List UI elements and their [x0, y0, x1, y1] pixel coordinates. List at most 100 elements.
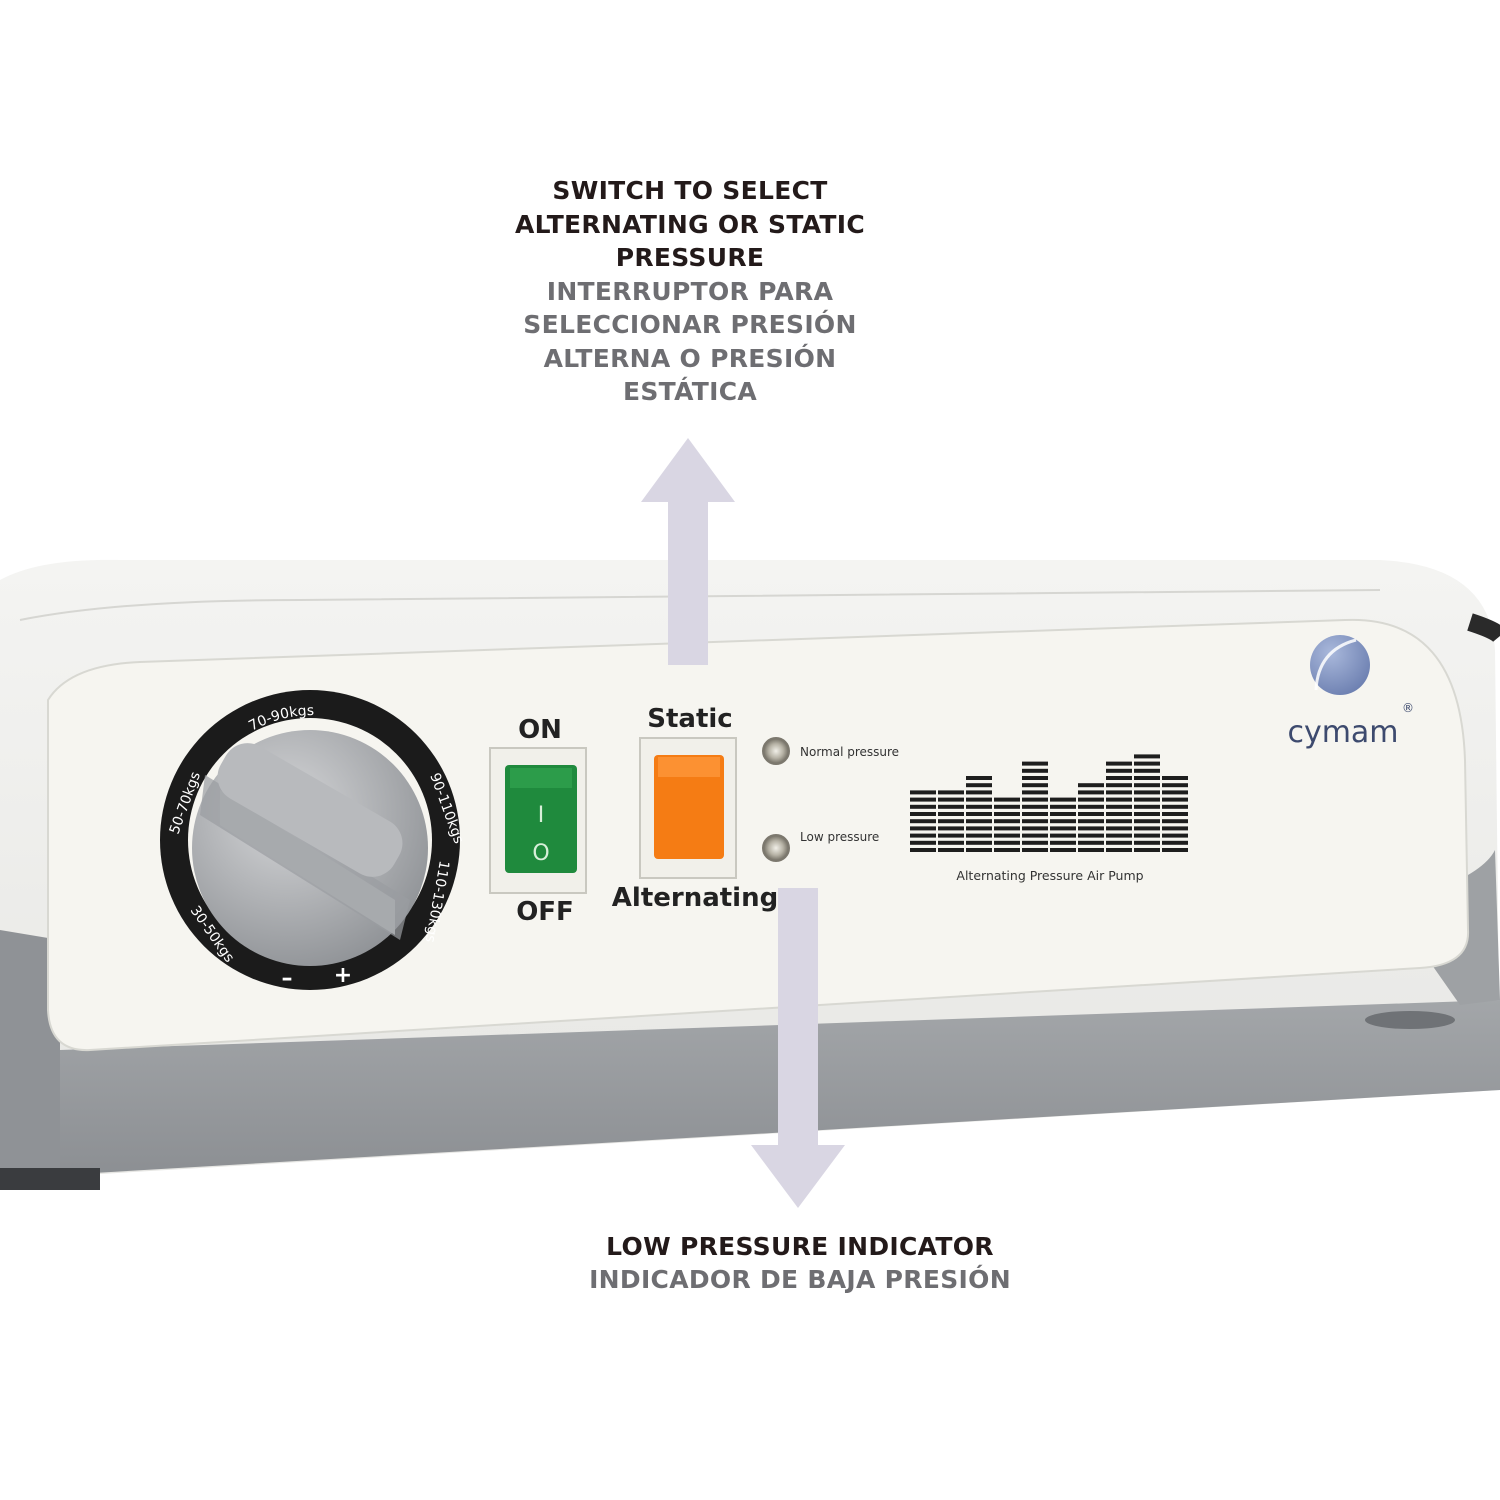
equalizer-bar [938, 804, 964, 809]
equalizer-bar [1022, 812, 1048, 816]
equalizer-bar [1078, 840, 1104, 845]
equalizer-bar [1022, 776, 1048, 780]
equalizer-bar [1134, 833, 1160, 838]
equalizer-bar [1134, 848, 1160, 852]
equalizer-bar [1022, 797, 1048, 802]
brand-name: cymam [1287, 715, 1398, 750]
equalizer-bar [1106, 783, 1132, 788]
equalizer-bar [1162, 804, 1188, 809]
equalizer-bar [1106, 761, 1132, 766]
equalizer-bar [1134, 754, 1160, 759]
equalizer-bar [1078, 812, 1104, 816]
normal-pressure-label: Normal pressure [800, 745, 899, 759]
equalizer-bar [938, 848, 964, 852]
callout-bottom-en: LOW PRESSURE INDICATOR [606, 1232, 994, 1261]
equalizer-bar [910, 819, 936, 824]
equalizer-bar [938, 833, 964, 838]
equalizer-bar [1106, 812, 1132, 816]
equalizer-bar [910, 790, 936, 795]
equalizer-bar [1106, 790, 1132, 795]
equalizer-bar [1162, 797, 1188, 802]
equalizer-bar [1022, 819, 1048, 824]
equalizer-bar [938, 826, 964, 831]
equalizer-bar [1078, 790, 1104, 795]
mode-static-label: Static [647, 704, 732, 734]
power-i-symbol: I [538, 803, 545, 828]
equalizer-bar [910, 848, 936, 852]
equalizer-bar [1134, 826, 1160, 831]
power-switch[interactable]: ON I O OFF [489, 715, 587, 927]
equalizer-bar [1134, 768, 1160, 773]
equalizer-bar [966, 797, 992, 802]
equalizer-bar [1022, 826, 1048, 831]
equalizer-bar [1050, 812, 1076, 816]
low-pressure-label: Low pressure [800, 830, 879, 844]
equalizer-bar [994, 840, 1020, 845]
equalizer-bar [910, 797, 936, 802]
equalizer-bar [1134, 776, 1160, 780]
weight-dial[interactable]: 70-90kgs 90-110kgs 110-130kgs 30-50kgs 5… [160, 690, 467, 991]
power-on-label: ON [518, 715, 562, 745]
equalizer-bar [910, 804, 936, 809]
equalizer-bar [910, 826, 936, 831]
equalizer-bar [910, 840, 936, 845]
equalizer-bar [1134, 840, 1160, 845]
equalizer-bar [1022, 833, 1048, 838]
power-off-label: OFF [516, 897, 574, 927]
product-name: Alternating Pressure Air Pump [956, 868, 1143, 883]
equalizer-bar [966, 790, 992, 795]
equalizer-bar [1050, 826, 1076, 831]
equalizer-bar [1106, 804, 1132, 809]
mode-alternating-label: Alternating [612, 883, 778, 913]
equalizer-bar [966, 783, 992, 788]
equalizer-bar [1022, 768, 1048, 773]
equalizer-bar [1106, 819, 1132, 824]
callout-top-es-line: ESTÁTICA [622, 377, 758, 406]
equalizer-bar [1050, 833, 1076, 838]
equalizer-bar [1162, 840, 1188, 845]
equalizer-bar [1106, 776, 1132, 780]
equalizer-bar [994, 826, 1020, 831]
equalizer-bar [1134, 804, 1160, 809]
low-pressure-indicator: Low pressure [762, 830, 879, 862]
equalizer-bar [966, 833, 992, 838]
equalizer-bar [966, 812, 992, 816]
equalizer-bar [994, 812, 1020, 816]
equalizer-bar [1106, 826, 1132, 831]
equalizer-bar [1134, 819, 1160, 824]
equalizer-bar [966, 776, 992, 780]
callout-top-es-line: ALTERNA O PRESIÓN [543, 343, 837, 373]
equalizer-bar [1106, 768, 1132, 773]
equalizer-bar [1162, 826, 1188, 831]
equalizer-bar [966, 819, 992, 824]
equalizer-bar [1106, 833, 1132, 838]
dial-plus: + [334, 963, 352, 988]
equalizer-bar [938, 790, 964, 795]
equalizer-bar [994, 819, 1020, 824]
equalizer-bar [938, 812, 964, 816]
equalizer-bar [938, 819, 964, 824]
equalizer-bar [1134, 783, 1160, 788]
equalizer-bar [1078, 783, 1104, 788]
equalizer-bar [1134, 812, 1160, 816]
mode-switch[interactable]: Static Alternating [612, 704, 778, 913]
equalizer-bar [994, 797, 1020, 802]
equalizer-bar [1050, 797, 1076, 802]
callout-bottom-es: INDICADOR DE BAJA PRESIÓN [589, 1265, 1011, 1294]
callout-top-es-line: INTERRUPTOR PARA [546, 276, 834, 306]
equalizer-bar [1050, 840, 1076, 845]
equalizer-bar [1106, 848, 1132, 852]
equalizer-bar [1022, 848, 1048, 852]
brand-registered: ® [1402, 701, 1414, 715]
equalizer-bar [938, 840, 964, 845]
equalizer-bar [1078, 848, 1104, 852]
callout-mode-switch: SWITCH TO SELECT ALTERNATING OR STATIC P… [440, 174, 940, 409]
equalizer-bar [910, 812, 936, 816]
equalizer-bar [1050, 848, 1076, 852]
brand-logo: cymam ® [1287, 635, 1414, 750]
power-o-symbol: O [532, 841, 549, 866]
equalizer-bar [1078, 797, 1104, 802]
equalizer-bar [1022, 804, 1048, 809]
callout-low-pressure: LOW PRESSURE INDICATOR INDICADOR DE BAJA… [490, 1230, 1110, 1296]
equalizer-bar [1022, 761, 1048, 766]
